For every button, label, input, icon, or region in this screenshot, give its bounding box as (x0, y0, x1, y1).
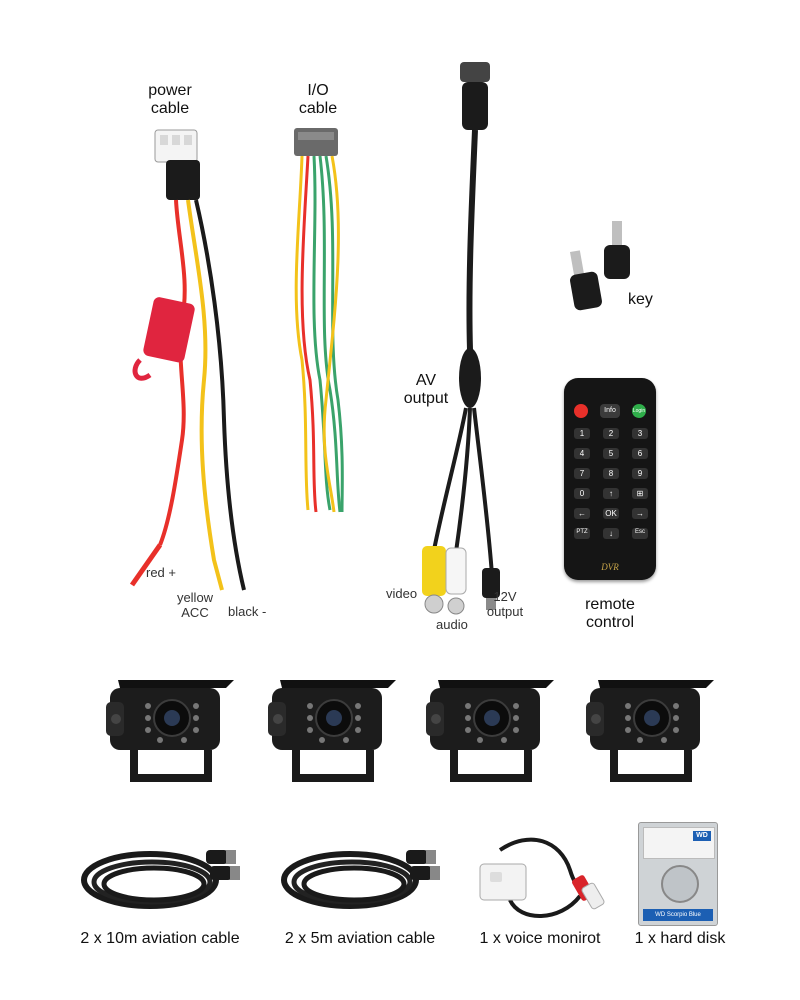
remote-key-4: 4 (574, 448, 590, 459)
av-output-title-line2: output (403, 390, 449, 408)
remote-key-5: 5 (603, 448, 619, 459)
io-cable-image (294, 128, 344, 513)
bottom-item-label-4: 1 x hard disk (634, 930, 726, 947)
remote-up-arrow-icon: ↑ (603, 488, 619, 499)
remote-down-arrow-icon: ↓ (603, 528, 619, 539)
wire-red-label: red + (146, 565, 176, 580)
bottom-item-label-3: 1 x voice monirot (479, 930, 601, 947)
hard-disk-brand: WD (693, 831, 711, 841)
hard-disk-series: WD Scorpio Blue (643, 909, 713, 921)
hard-disk: WD WD Scorpio Blue 1 x hard disk (620, 820, 780, 960)
wire-yellow-label-line1: yellow (176, 590, 214, 605)
remote-key-7: 7 (574, 468, 590, 479)
remote-left-arrow-icon: ← (574, 508, 590, 519)
remote-key-8: 8 (603, 468, 619, 479)
remote-ptz-button: PTZ (574, 528, 590, 539)
power-cable-image (129, 129, 246, 591)
hard-disk-platter-icon (661, 865, 699, 903)
av-output-cable: AV output video audio 12V output (380, 0, 550, 640)
camera-row (0, 670, 800, 800)
remote-right-arrow-icon: → (632, 508, 648, 519)
wire-black-label: black - (228, 604, 267, 619)
remote-key-2: 2 (603, 428, 619, 439)
bottom-item-label-2: 2 x 5m aviation cable (284, 930, 436, 947)
power-cable: power cable red + yellow ACC black - (0, 0, 270, 640)
remote-body: Info Login 1 2 3 4 5 6 7 8 9 0 ↑ ⊞ (564, 378, 656, 580)
remote-grid-icon: ⊞ (632, 488, 648, 499)
io-cable-title-line1: I/O (307, 82, 329, 99)
av-video-label: video (386, 586, 418, 601)
power-cable-title-line2: cable (150, 100, 190, 118)
remote-ok-button: OK (603, 508, 619, 519)
av-output-title-line1: AV (415, 372, 437, 389)
power-button-icon (574, 404, 588, 418)
voice-monitor-image (479, 837, 605, 918)
power-cable-title-line1: power (148, 82, 192, 99)
hard-disk-label-top: WD (643, 827, 715, 859)
av-output-cable-image (422, 62, 500, 615)
remote-key-6: 6 (632, 448, 648, 459)
aviation-cable-5m: 2 x 5m aviation cable (260, 830, 460, 960)
av-dc-label-line1: 12V (493, 589, 517, 604)
remote-key-3: 3 (632, 428, 648, 439)
voice-monitor: 1 x voice monirot (460, 830, 620, 960)
key-icon (569, 221, 630, 311)
remote-label-line1: remote (585, 596, 635, 613)
aviation-cable-10m: 2 x 10m aviation cable (60, 830, 260, 960)
aviation-cable-5m-image (281, 850, 440, 909)
remote-key-1: 1 (574, 428, 590, 439)
remote-key-9: 9 (632, 468, 648, 479)
av-audio-label: audio (436, 617, 468, 632)
camera-row-image (105, 679, 715, 783)
key-label: key (628, 291, 653, 308)
wire-yellow-label-line2: ACC (181, 604, 209, 620)
keys: key (560, 215, 670, 315)
aviation-cable-10m-image (81, 850, 240, 909)
info-button: Info (600, 404, 620, 418)
login-button: Login (632, 404, 646, 418)
remote-label-line2: control (585, 614, 635, 632)
remote-brand: DVR (601, 562, 619, 572)
remote-key-0: 0 (574, 488, 590, 499)
remote-control: Info Login 1 2 3 4 5 6 7 8 9 0 ↑ ⊞ (560, 378, 660, 638)
av-dc-label-line2: output (486, 603, 524, 619)
io-cable-title-line2: cable (298, 100, 338, 118)
remote-esc-button: Esc (632, 528, 648, 539)
io-cable: I/O cable (260, 0, 380, 640)
hard-disk-body: WD WD Scorpio Blue (638, 822, 718, 926)
bottom-item-label-1: 2 x 10m aviation cable (80, 930, 240, 947)
